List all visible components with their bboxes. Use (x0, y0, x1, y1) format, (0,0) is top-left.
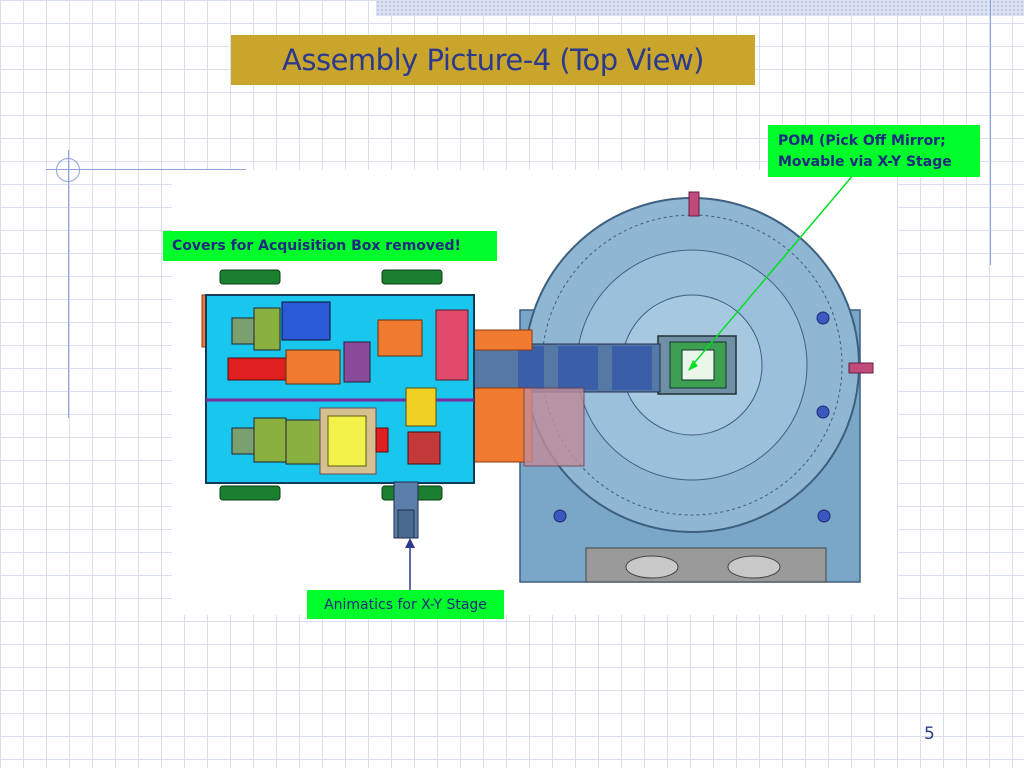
page-number: 5 (924, 724, 935, 744)
assembly-drawing (172, 170, 897, 615)
pom-pointer-arrowhead (688, 360, 698, 371)
covers-callout-text: Covers for Acquisition Box removed! (172, 238, 461, 254)
title-banner: Assembly Picture-4 (Top View) (231, 35, 755, 85)
assembly-drawing-svg (201, 173, 874, 590)
decorative-left-vertical-line (68, 150, 69, 418)
animatics-pointer-arrowhead (405, 538, 415, 548)
slide-title: Assembly Picture-4 (Top View) (282, 43, 704, 77)
pom-pointer-line (689, 173, 855, 369)
round-housing (469, 191, 874, 583)
pom-callout-line1: POM (Pick Off Mirror; (778, 133, 946, 149)
acquisition-box (201, 269, 475, 501)
pom-callout: POM (Pick Off Mirror; Movable via X-Y St… (768, 125, 980, 177)
pom-callout-line2: Movable via X-Y Stage (778, 154, 952, 170)
animatics-callout: Animatics for X-Y Stage (307, 590, 504, 619)
decorative-vertical-line (990, 0, 991, 265)
animatics-callout-text: Animatics for X-Y Stage (324, 596, 487, 613)
animatics-motor (393, 481, 419, 539)
decorative-circle-icon (56, 158, 80, 182)
decorative-horizontal-line (46, 169, 246, 170)
top-decorative-band (376, 0, 1024, 16)
orange-connector (471, 329, 585, 467)
covers-callout: Covers for Acquisition Box removed! (163, 231, 497, 261)
